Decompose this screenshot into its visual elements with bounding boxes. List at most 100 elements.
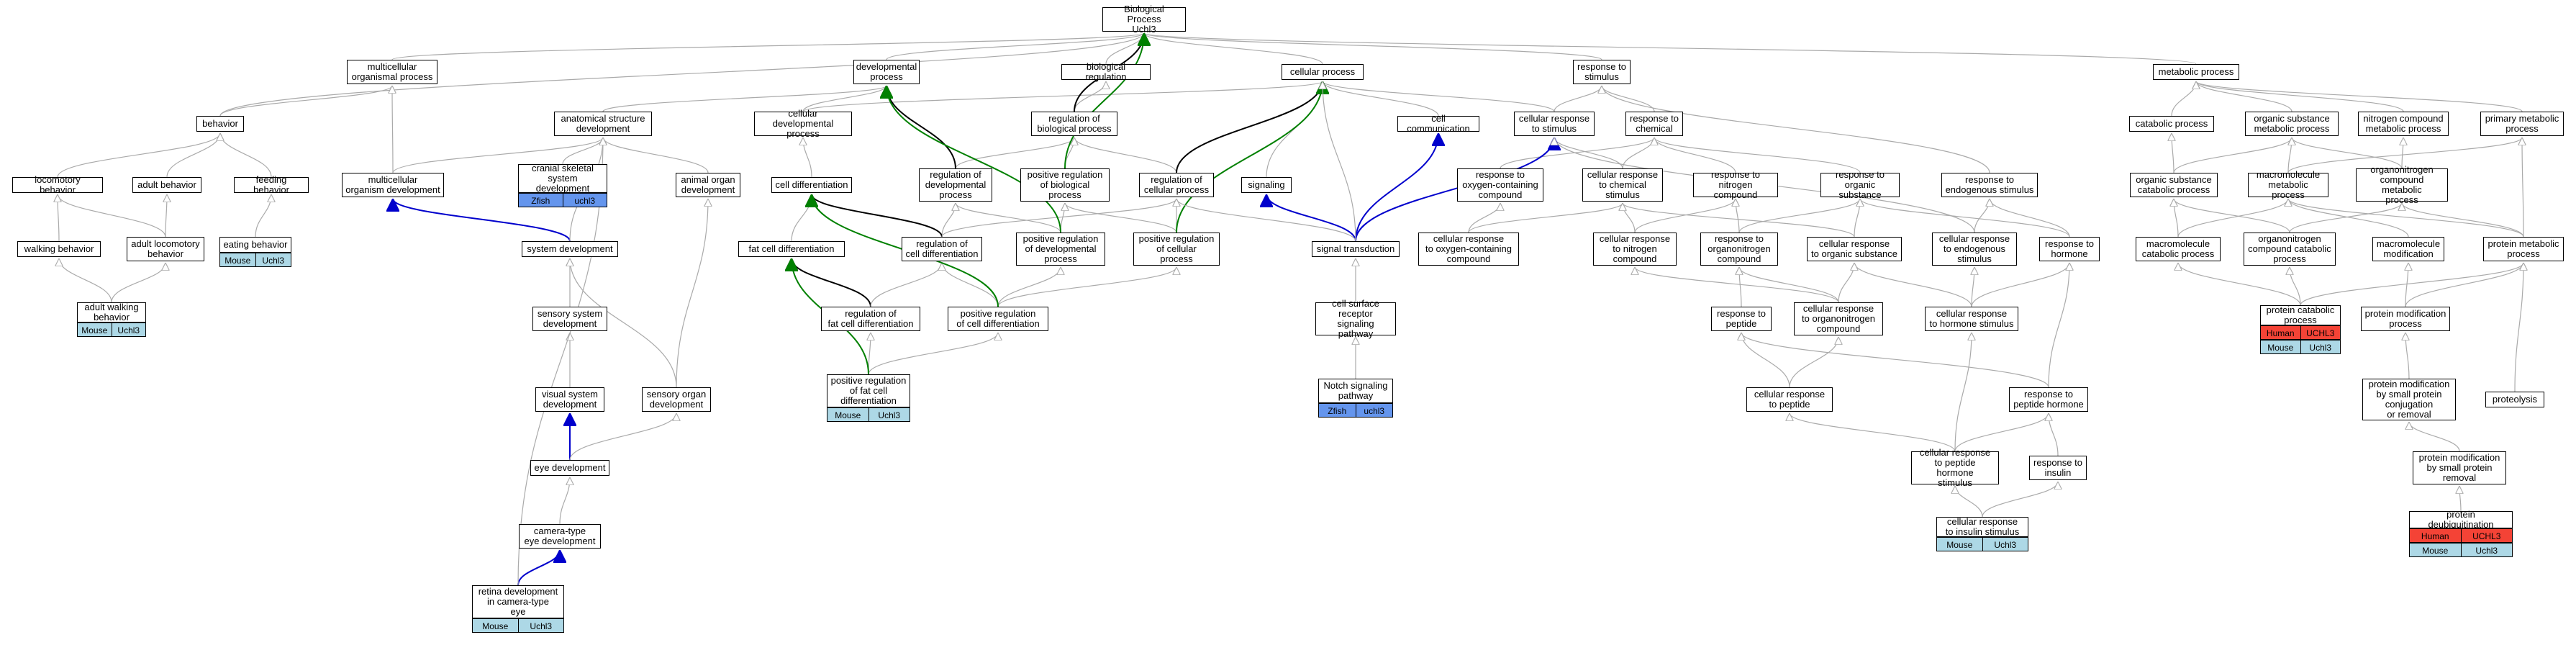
node-retina-development-in-camera-type-eye[interactable]: retina development in camera-type eye <box>472 585 564 618</box>
edge-cell-differentiation-to-cellular-developmental-process <box>803 137 812 178</box>
node-multicellular-organism-development[interactable]: multicellular organism development <box>342 173 444 197</box>
node-organic-substance-metabolic-process[interactable]: organic substance metabolic process <box>2245 112 2339 136</box>
node-regulation-of-developmental-process[interactable]: regulation of developmental process <box>919 168 992 202</box>
node-biological-regulation[interactable]: biological regulation <box>1061 62 1151 82</box>
node-cellular-response-to-peptide[interactable]: cellular response to peptide <box>1746 387 1833 412</box>
node-organonitrogen-compound-catabolic-process[interactable]: organonitrogen compound catabolic proces… <box>2244 233 2336 266</box>
node-cellular-response-to-nitrogen-compound[interactable]: cellular response to nitrogen compound <box>1593 233 1677 266</box>
node-positive-regulation-of-cell-differentiation[interactable]: positive regulation of cell differentiat… <box>948 307 1048 331</box>
node-cellular-response-to-organic-substance[interactable]: cellular response to organic substance <box>1807 237 1902 261</box>
node-regulation-of-cellular-process[interactable]: regulation of cellular process <box>1139 173 1214 197</box>
node-cellular-process[interactable]: cellular process <box>1282 64 1364 80</box>
node-regulation-of-biological-process[interactable]: regulation of biological process <box>1031 112 1117 136</box>
edge-adult-locomotory-behavior-to-adult-behavior <box>165 194 167 238</box>
node-response-to-peptide-hormone[interactable]: response to peptide hormone <box>2009 387 2088 412</box>
node-positive-regulation-of-cellular-process[interactable]: positive regulation of cellular process <box>1133 233 1220 266</box>
node-cellular-response-to-peptide-hormone-stimulus[interactable]: cellular response to peptide hormone sti… <box>1911 448 1999 488</box>
node-nitrogen-compound-metabolic-process[interactable]: nitrogen compound metabolic process <box>2358 112 2449 136</box>
node-feeding-behavior[interactable]: feeding behavior <box>234 175 309 195</box>
node-adult-behavior[interactable]: adult behavior <box>132 177 201 193</box>
node-response-to-endogenous-stimulus[interactable]: response to endogenous stimulus <box>1941 173 2038 197</box>
node-fat-cell-differentiation[interactable]: fat cell differentiation <box>738 241 845 257</box>
node-label: signal transduction <box>1316 243 1395 254</box>
node-eating-behavior[interactable]: eating behavior <box>219 237 291 253</box>
node-cranial-skeletal-system-development[interactable]: cranial skeletal system development <box>518 163 607 194</box>
node-biological-process[interactable]: Biological Process Uchl3 <box>1102 4 1186 35</box>
node-eye-development[interactable]: eye development <box>530 460 609 476</box>
node-protein-modification-by-small-protein-conjugation-or-removal[interactable]: protein modification by small protein co… <box>2362 379 2456 420</box>
node-behavior[interactable]: behavior <box>196 116 244 132</box>
node-cellular-response-to-oxygen-containing-compound[interactable]: cellular response to oxygen-containing c… <box>1418 233 1519 266</box>
node-signaling[interactable]: signaling <box>1241 177 1292 193</box>
node-label: cell surface receptor signaling pathway <box>1332 298 1379 339</box>
edge-organonitrogen-compound-metabolic-process-to-nitrogen-compound-metabolic-process <box>2402 137 2403 169</box>
node-protein-deubiquitination[interactable]: protein deubiquitination <box>2409 510 2513 530</box>
node-adult-locomotory-behavior[interactable]: adult locomotory behavior <box>127 237 204 261</box>
node-primary-metabolic-process[interactable]: primary metabolic process <box>2480 112 2564 136</box>
node-adult-walking-behavior[interactable]: adult walking behavior <box>77 302 146 322</box>
node-cellular-response-to-organonitrogen-compound[interactable]: cellular response to organonitrogen comp… <box>1794 302 1883 335</box>
edge-protein-modification-by-small-protein-removal-to-protein-modification-by-small-protein-conjugation-or-removal <box>2409 421 2460 452</box>
node-cellular-response-to-stimulus[interactable]: cellular response to stimulus <box>1514 112 1595 136</box>
node-signal-transduction[interactable]: signal transduction <box>1312 241 1400 257</box>
node-label: response to peptide hormone <box>2013 389 2084 410</box>
node-cell-surface-receptor-signaling-pathway[interactable]: cell surface receptor signaling pathway <box>1315 299 1396 339</box>
node-multicellular-organismal-process[interactable]: multicellular organismal process <box>347 60 437 84</box>
node-macromolecule-metabolic-process[interactable]: macromolecule metabolic process <box>2248 170 2328 200</box>
node-developmental-process[interactable]: developmental process <box>853 60 920 84</box>
node-protein-metabolic-process[interactable]: protein metabolic process <box>2483 237 2564 261</box>
node-regulation-of-fat-cell-differentiation[interactable]: regulation of fat cell differentiation <box>821 307 920 331</box>
node-protein-modification-process[interactable]: protein modification process <box>2361 307 2450 331</box>
species-badge: Mouse <box>220 253 255 266</box>
node-walking-behavior[interactable]: walking behavior <box>17 241 101 257</box>
node-positive-regulation-of-fat-cell-differentiation[interactable]: positive regulation of fat cell differen… <box>827 374 910 407</box>
node-organonitrogen-compound-metabolic-process[interactable]: organonitrogen compound metabolic proces… <box>2356 165 2448 205</box>
node-visual-system-development[interactable]: visual system development <box>535 387 604 412</box>
node-response-to-hormone[interactable]: response to hormone <box>2039 237 2100 261</box>
node-sensory-system-development[interactable]: sensory system development <box>532 307 607 331</box>
node-response-to-organic-substance[interactable]: response to organic substance <box>1820 170 1900 200</box>
node-label: response to oxygen-containing compound <box>1462 169 1538 200</box>
node-cellular-response-to-hormone-stimulus[interactable]: cellular response to hormone stimulus <box>1925 307 2018 331</box>
node-animal-organ-development[interactable]: animal organ development <box>676 173 740 197</box>
node-label: cellular process <box>1289 66 1356 77</box>
edge-protein-modification-by-small-protein-conjugation-or-removal-to-protein-modification-process <box>2405 333 2410 379</box>
node-sensory-organ-development[interactable]: sensory organ development <box>642 387 711 412</box>
node-cellular-response-to-chemical-stimulus[interactable]: cellular response to chemical stimulus <box>1582 168 1663 202</box>
node-macromolecule-modification[interactable]: macromolecule modification <box>2372 237 2444 261</box>
node-protein-modification-by-small-protein-removal[interactable]: protein modification by small protein re… <box>2413 451 2506 484</box>
node-positive-regulation-of-biological-process[interactable]: positive regulation of biological proces… <box>1020 168 1110 202</box>
node-regulation-of-cell-differentiation[interactable]: regulation of cell differentiation <box>902 237 982 261</box>
node-response-to-oxygen-containing-compound[interactable]: response to oxygen-containing compound <box>1457 168 1543 202</box>
node-cellular-developmental-process[interactable]: cellular developmental process <box>754 109 852 139</box>
node-response-to-organonitrogen-compound[interactable]: response to organonitrogen compound <box>1700 233 1778 266</box>
node-cellular-response-to-insulin-stimulus[interactable]: cellular response to insulin stimulus <box>1936 517 2028 537</box>
node-catabolic-process[interactable]: catabolic process <box>2129 116 2214 132</box>
node-camera-type-eye-development[interactable]: camera-type eye development <box>519 524 601 549</box>
node-response-to-chemical[interactable]: response to chemical <box>1625 112 1683 136</box>
edge-protein-catabolic-process-to-macromolecule-catabolic-process <box>2178 262 2301 306</box>
node-positive-regulation-of-developmental-process[interactable]: positive regulation of developmental pro… <box>1016 233 1105 266</box>
gene-badge: UCHL3 <box>2300 326 2340 339</box>
node-response-to-insulin[interactable]: response to insulin <box>2029 456 2087 480</box>
node-label: organonitrogen compound catabolic proces… <box>2248 233 2331 264</box>
species-badge: Mouse <box>1937 538 1982 551</box>
node-response-to-peptide[interactable]: response to peptide <box>1711 307 1772 331</box>
node-locomotory-behavior[interactable]: locomotory behavior <box>12 175 103 195</box>
node-notch-signaling-pathway[interactable]: Notch signaling pathway <box>1318 379 1393 403</box>
edge-response-to-organonitrogen-compound-to-response-to-nitrogen-compound <box>1736 199 1740 233</box>
node-macromolecule-catabolic-process[interactable]: macromolecule catabolic process <box>2136 237 2221 261</box>
species-badge: Zfish <box>1319 404 1356 417</box>
node-cell-differentiation[interactable]: cell differentiation <box>771 177 852 193</box>
node-anatomical-structure-development[interactable]: anatomical structure development <box>554 112 652 136</box>
node-protein-catabolic-process[interactable]: protein catabolic process <box>2260 305 2341 325</box>
node-response-to-stimulus[interactable]: response to stimulus <box>1573 60 1631 84</box>
node-system-development[interactable]: system development <box>522 241 618 257</box>
node-response-to-nitrogen-compound[interactable]: response to nitrogen compound <box>1693 170 1778 200</box>
node-organic-substance-catabolic-process[interactable]: organic substance catabolic process <box>2130 173 2218 197</box>
node-cellular-response-to-endogenous-stimulus[interactable]: cellular response to endogenous stimulus <box>1932 233 2017 266</box>
node-metabolic-process[interactable]: metabolic process <box>2153 64 2239 80</box>
edge-catabolic-process-to-metabolic-process <box>2171 81 2196 117</box>
node-proteolysis[interactable]: proteolysis <box>2485 392 2544 407</box>
node-cell-communication[interactable]: cell communication <box>1397 114 1479 134</box>
